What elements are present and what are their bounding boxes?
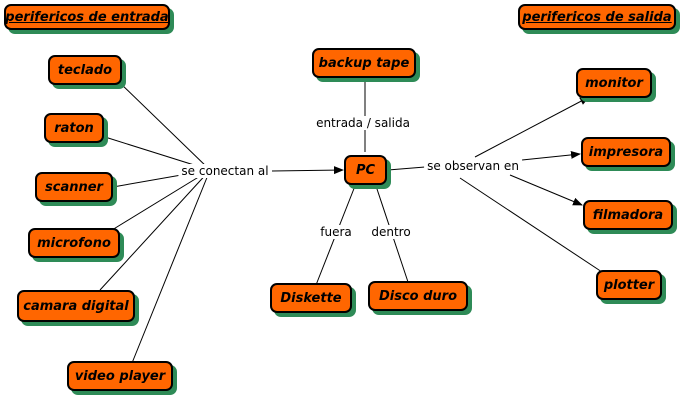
link-impresora (521, 150, 581, 161)
node-output-impresora[interactable]: impresora (581, 137, 671, 167)
link-label-dentro: dentro (368, 225, 414, 239)
link-pc-hub-out (387, 166, 426, 171)
node-input-scanner[interactable]: scanner (35, 172, 113, 202)
link-plotter (459, 177, 603, 273)
link-label-fuera: fuera (317, 225, 355, 239)
node-input-video-player[interactable]: video player (67, 361, 173, 391)
link-video-player (129, 169, 211, 369)
link-filmadora (509, 174, 583, 206)
link-microfono (111, 169, 211, 231)
link-label-inputs: se conectan al (178, 164, 272, 178)
node-disco-duro[interactable]: Disco duro (368, 281, 468, 311)
link-hub-pc (271, 166, 344, 175)
node-diskette[interactable]: Diskette (270, 283, 352, 313)
node-output-plotter[interactable]: plotter (596, 270, 662, 300)
node-pc[interactable]: PC (344, 155, 387, 185)
node-input-raton[interactable]: raton (44, 113, 104, 143)
link-monitor (474, 96, 590, 158)
link-label-outputs: se observan en (424, 159, 522, 173)
link-teclado (116, 79, 211, 171)
header-output-devices[interactable]: perifericos de salida (518, 4, 676, 30)
link-camara-digital (99, 169, 211, 291)
node-output-monitor[interactable]: monitor (576, 68, 652, 98)
node-output-filmadora[interactable]: filmadora (583, 200, 673, 230)
node-input-camara-digital[interactable]: camara digital (17, 290, 135, 322)
node-input-teclado[interactable]: teclado (48, 55, 122, 85)
link-label-top: entrada / salida (313, 116, 413, 130)
node-backup-tape[interactable]: backup tape (312, 48, 416, 78)
node-input-microfono[interactable]: microfono (28, 228, 120, 258)
header-input-devices[interactable]: perifericos de entrada (4, 4, 170, 30)
